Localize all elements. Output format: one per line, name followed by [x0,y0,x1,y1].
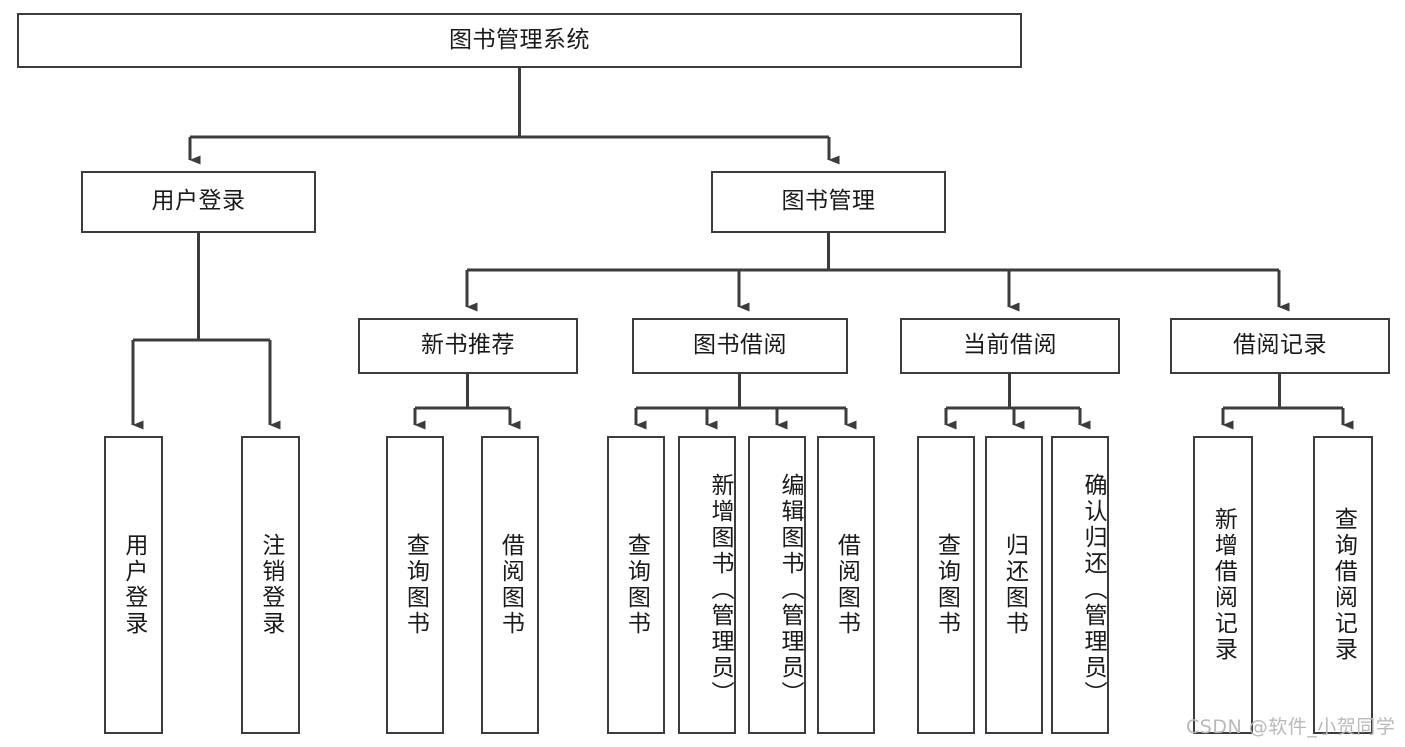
node-leaf-query-book-recommend[interactable]: 查询图书 [386,436,444,734]
node-leaf-return-book[interactable]: 归还图书 [985,436,1043,734]
node-leaf-confirm-return-admin[interactable]: 确认归还（管理员） [1051,436,1109,734]
node-leaf-query-book-borrow[interactable]: 查询图书 [607,436,665,734]
node-leaf-add-borrow-record[interactable]: 新增借阅记录 [1193,436,1253,734]
node-leaf-edit-book-admin[interactable]: 编辑图书（管理员） [748,436,806,734]
node-leaf-borrow-book-recommend[interactable]: 借阅图书 [481,436,539,734]
node-book-manage[interactable]: 图书管理 [711,171,946,233]
node-leaf-query-borrow-record[interactable]: 查询借阅记录 [1313,436,1373,734]
node-current-borrow[interactable]: 当前借阅 [900,318,1120,374]
node-book-borrow[interactable]: 图书借阅 [632,318,848,374]
node-leaf-user-logout[interactable]: 注销登录 [241,436,300,734]
node-leaf-user-login[interactable]: 用户登录 [104,436,163,734]
node-leaf-query-book-current[interactable]: 查询图书 [917,436,975,734]
node-new-book-recommend[interactable]: 新书推荐 [358,318,578,374]
node-leaf-add-book-admin[interactable]: 新增图书（管理员） [678,436,736,734]
node-borrow-record[interactable]: 借阅记录 [1170,318,1390,374]
watermark-text: CSDN @软件_小贺同学 [1186,716,1396,738]
node-leaf-borrow-book[interactable]: 借阅图书 [817,436,875,734]
node-root[interactable]: 图书管理系统 [17,13,1022,68]
node-user-login[interactable]: 用户登录 [81,171,316,233]
